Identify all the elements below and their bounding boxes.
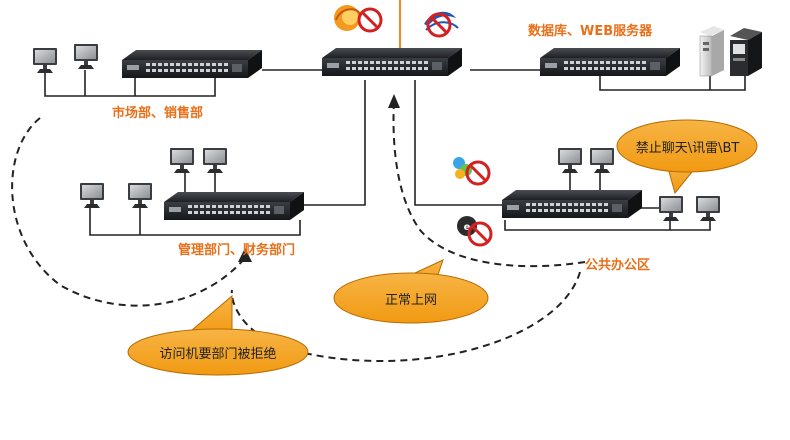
callout-block-apps bbox=[616, 119, 758, 195]
management-switch-icon bbox=[164, 192, 304, 220]
market-department-label: 市场部、销售部 bbox=[112, 106, 204, 121]
public-switch-icon bbox=[502, 190, 642, 218]
callout-normal-internet bbox=[333, 259, 489, 324]
forbidden-icon bbox=[357, 7, 383, 33]
core-switch-icon bbox=[322, 48, 462, 76]
switch-icon bbox=[122, 50, 262, 78]
denied-path-market bbox=[11, 117, 246, 307]
market-monitors bbox=[33, 44, 98, 73]
monitor-icon bbox=[203, 148, 227, 173]
internet-path bbox=[392, 99, 586, 268]
server-icon bbox=[730, 28, 762, 76]
block-apps-text: 禁止聊天\讯雷\BT bbox=[635, 141, 740, 156]
arrowheads bbox=[238, 94, 400, 262]
management-department-label: 管理部门、财务部门 bbox=[178, 243, 296, 258]
arrow-core bbox=[388, 94, 400, 108]
denied-path-public bbox=[230, 271, 581, 363]
server-icon bbox=[699, 26, 724, 77]
firefox-icon bbox=[334, 5, 361, 31]
monitor-icon bbox=[80, 183, 104, 208]
monitor-icon bbox=[170, 148, 194, 173]
monitor-icon bbox=[659, 196, 683, 221]
monitor-icon bbox=[74, 44, 98, 69]
server-switch-icon bbox=[540, 48, 680, 76]
monitor-icon bbox=[558, 148, 582, 173]
access-denied-text: 访问机要部门被拒绝 bbox=[159, 347, 277, 362]
monitor-icon bbox=[33, 48, 57, 73]
arrow-management bbox=[238, 248, 252, 262]
servers-label: 数据库、WEB服务器 bbox=[528, 24, 653, 39]
monitor-icon bbox=[128, 183, 152, 208]
monitor-icon bbox=[590, 148, 614, 173]
public-office-label: 公共办公区 bbox=[585, 258, 651, 273]
p2p-icon: e bbox=[457, 216, 477, 236]
monitor-icon bbox=[696, 196, 720, 221]
network-wires bbox=[44, 0, 746, 236]
flow-paths bbox=[11, 99, 586, 363]
callout-access-denied bbox=[127, 294, 309, 376]
normal-internet-text: 正常上网 bbox=[384, 293, 437, 308]
svg-text:e: e bbox=[464, 222, 471, 233]
